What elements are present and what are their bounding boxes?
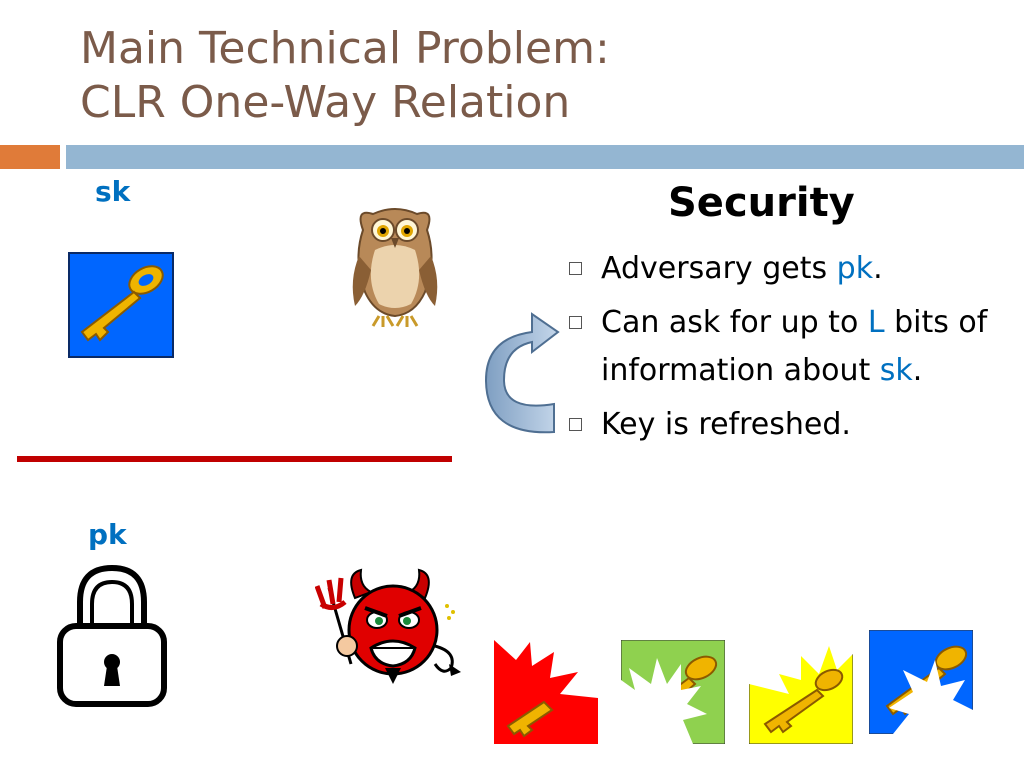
pk-label: pk [88, 518, 127, 551]
header-bar [66, 145, 1024, 169]
leaked-key-tile-blue [869, 630, 973, 734]
bullet-item: Adversary gets pk. [565, 245, 1005, 293]
title-line-2: CLR One-Way Relation [80, 77, 571, 128]
leaked-key-tile-icon [869, 630, 973, 734]
public-key-lock [52, 562, 172, 708]
leaked-key-tile-icon [749, 640, 853, 744]
bullet-item: Can ask for up to L bits of information … [565, 299, 1005, 395]
square-bullet-icon [569, 316, 582, 329]
curved-arrow-icon [484, 312, 560, 434]
security-bullet-list: Adversary gets pk. Can ask for up to L b… [565, 245, 1005, 455]
leaked-key-tile-green [621, 640, 725, 744]
owl-figure [345, 200, 445, 328]
square-bullet-icon [569, 262, 582, 275]
sk-label: sk [95, 175, 131, 208]
red-divider [17, 456, 452, 462]
leaked-key-tile-icon [494, 640, 598, 744]
title-line-1: Main Technical Problem: [80, 23, 610, 74]
padlock-icon [57, 564, 167, 707]
security-heading: Security [668, 180, 855, 226]
bullet-item: Key is refreshed. [565, 401, 1005, 449]
leaked-key-tile-icon [621, 640, 725, 744]
leaked-key-tile-yellow [749, 640, 853, 744]
devil-icon [314, 568, 461, 684]
header-bar-accent [0, 145, 60, 169]
key-icon [68, 252, 174, 358]
secret-key-tile [68, 252, 174, 358]
adversary-figure [314, 568, 465, 686]
slide-title: Main Technical Problem: CLR One-Way Rela… [80, 22, 610, 130]
refresh-arrow [480, 308, 560, 438]
owl-icon [352, 208, 438, 327]
square-bullet-icon [569, 418, 582, 431]
leaked-key-tile-red [494, 640, 598, 744]
